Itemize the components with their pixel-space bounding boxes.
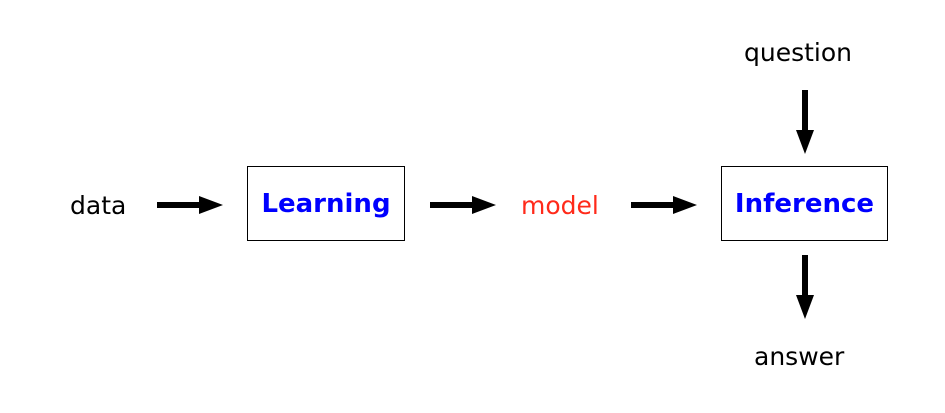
answer-label: answer (754, 342, 845, 371)
learning-box: Learning (247, 166, 405, 241)
arrow-learning-to-model-icon (430, 196, 496, 214)
inference-label: Inference (734, 188, 875, 219)
data-label: data (70, 191, 127, 220)
arrow-data-to-learning-icon (157, 196, 223, 214)
question-label: question (744, 38, 853, 67)
arrow-question-to-inference-icon (796, 90, 814, 154)
inference-box: Inference (721, 166, 888, 241)
learning-label: Learning (261, 188, 391, 219)
arrow-inference-to-answer-icon (796, 255, 814, 319)
arrow-model-to-inference-icon (631, 196, 697, 214)
model-label: model (521, 191, 599, 220)
